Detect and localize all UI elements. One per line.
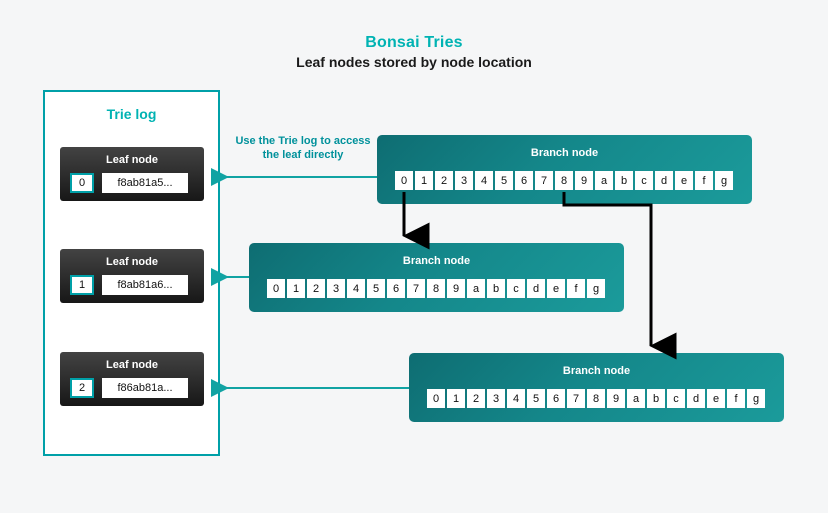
leaf-index-box: 0 [70,173,94,193]
branch-cell-1[interactable]: 1 [415,171,433,190]
branch-cell-a[interactable]: a [467,279,485,298]
branch-cell-d[interactable]: d [687,389,705,408]
branch-cell-c[interactable]: c [635,171,653,190]
branch-cell-1[interactable]: 1 [447,389,465,408]
branch-cell-4[interactable]: 4 [475,171,493,190]
branch-cell-c[interactable]: c [667,389,685,408]
branch-cell-0[interactable]: 0 [395,171,413,190]
branch-cell-4[interactable]: 4 [507,389,525,408]
branch-cell-f[interactable]: f [695,171,713,190]
branch-cell-8[interactable]: 8 [427,279,445,298]
branch-cell-8[interactable]: 8 [555,171,573,190]
leaf-index-box: 1 [70,275,94,295]
branch-cell-7[interactable]: 7 [535,171,553,190]
branch-cell-g[interactable]: g [715,171,733,190]
leaf-hash-box: f8ab81a5... [102,173,188,193]
branch-node-label: Branch node [562,365,631,377]
branch-cell-a[interactable]: a [595,171,613,190]
leaf-node-label: Leaf node [106,256,158,268]
trie-log-annotation: Use the Trie log to access the leaf dire… [235,135,371,161]
branch-cell-d[interactable]: d [655,171,673,190]
branch-cell-7[interactable]: 7 [567,389,585,408]
branch-cell-9[interactable]: 9 [447,279,465,298]
branch-cell-2[interactable]: 2 [435,171,453,190]
branch-cell-0[interactable]: 0 [427,389,445,408]
branch-cell-6[interactable]: 6 [515,171,533,190]
leaf-hash-box: f8ab81a6... [102,275,188,295]
branch-cell-b[interactable]: b [615,171,633,190]
branch-cell-3[interactable]: 3 [455,171,473,190]
leaf-node-label: Leaf node [106,359,158,371]
branch-cell-6[interactable]: 6 [547,389,565,408]
branch-cell-6[interactable]: 6 [387,279,405,298]
leaf-node-2[interactable]: Leaf node 2 f86ab81a... [60,352,204,406]
branch-cell-d[interactable]: d [527,279,545,298]
branch-cell-5[interactable]: 5 [495,171,513,190]
leaf-node-row: 0 f8ab81a5... [70,173,188,193]
branch-cell-2[interactable]: 2 [307,279,325,298]
leaf-hash-box: f86ab81a... [102,378,188,398]
leaf-node-row: 2 f86ab81a... [70,378,188,398]
branch-cell-e[interactable]: e [547,279,565,298]
leaf-node-row: 1 f8ab81a6... [70,275,188,295]
trie-log-title: Trie log [106,106,157,122]
branch-cell-a[interactable]: a [627,389,645,408]
branch-cell-3[interactable]: 3 [327,279,345,298]
branch-cell-e[interactable]: e [707,389,725,408]
leaf-index-box: 2 [70,378,94,398]
branch-cell-5[interactable]: 5 [367,279,385,298]
branch-cell-8[interactable]: 8 [587,389,605,408]
branch-cell-b[interactable]: b [487,279,505,298]
branch-cell-f[interactable]: f [727,389,745,408]
branch-cell-b[interactable]: b [647,389,665,408]
branch-cell-2[interactable]: 2 [467,389,485,408]
page-subtitle: Leaf nodes stored by node location [296,54,532,70]
leaf-node-1[interactable]: Leaf node 1 f8ab81a6... [60,249,204,303]
branch-cell-7[interactable]: 7 [407,279,425,298]
branch-cell-4[interactable]: 4 [347,279,365,298]
branch-cell-e[interactable]: e [675,171,693,190]
branch-cell-5[interactable]: 5 [527,389,545,408]
leaf-node-0[interactable]: Leaf node 0 f8ab81a5... [60,147,204,201]
branch-cell-9[interactable]: 9 [607,389,625,408]
branch-cell-c[interactable]: c [507,279,525,298]
leaf-node-label: Leaf node [106,154,158,166]
branch-cell-9[interactable]: 9 [575,171,593,190]
branch-cell-3[interactable]: 3 [487,389,505,408]
branch-cell-0[interactable]: 0 [267,279,285,298]
branch-cell-1[interactable]: 1 [287,279,305,298]
page-title: Bonsai Tries [365,34,463,51]
branch-cell-g[interactable]: g [587,279,605,298]
branch-node-label: Branch node [530,147,599,159]
branch-cell-f[interactable]: f [567,279,585,298]
branch-cell-g[interactable]: g [747,389,765,408]
branch-node-label: Branch node [402,255,471,267]
